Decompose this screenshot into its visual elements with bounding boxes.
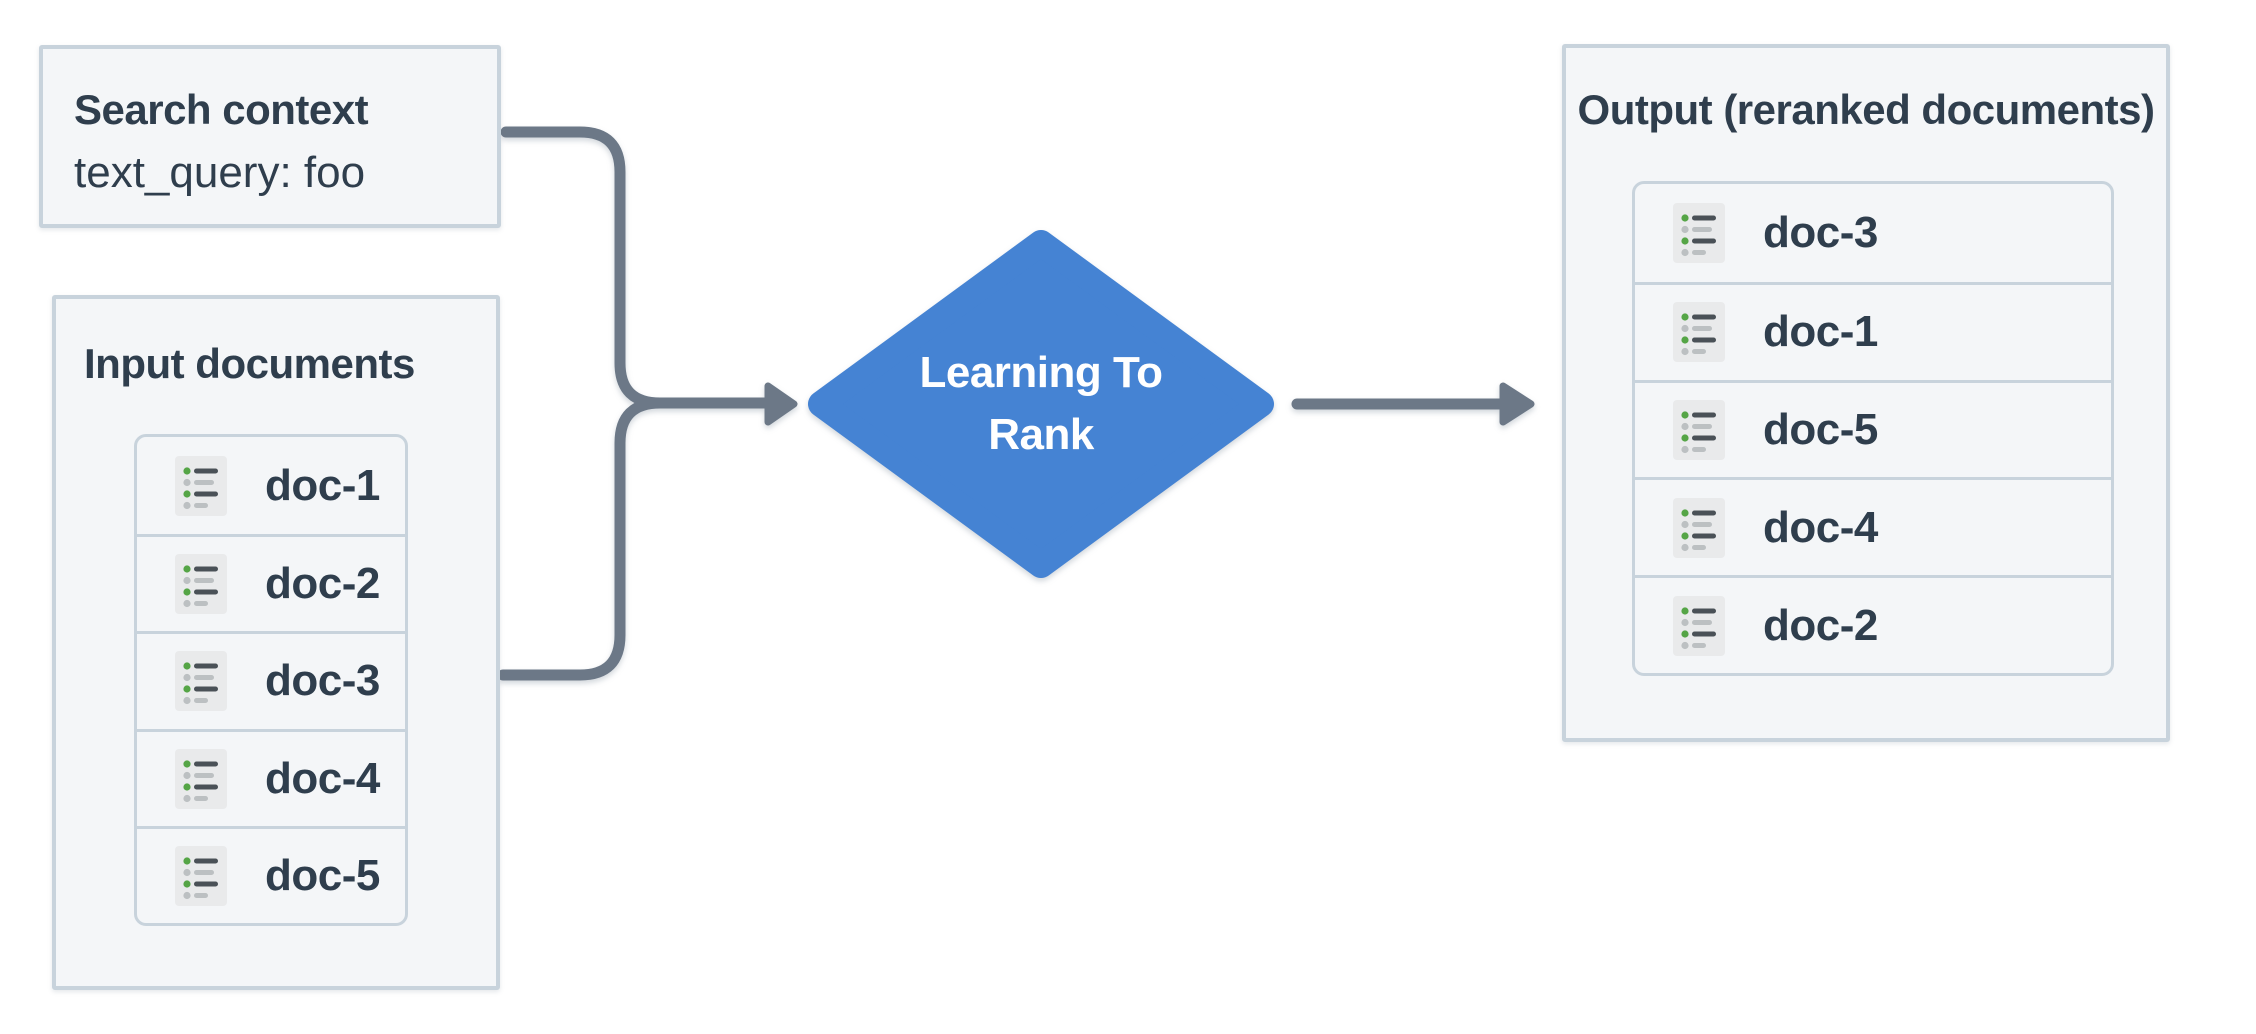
doc-label: doc-5 bbox=[265, 850, 380, 900]
doc-list-icon bbox=[175, 455, 227, 516]
input-documents-box: Input documents doc-1 bbox=[52, 295, 500, 990]
doc-list-icon bbox=[1673, 595, 1725, 656]
doc-list-icon bbox=[175, 651, 227, 712]
doc-list-icon bbox=[1673, 302, 1725, 363]
output-documents-title: Output (reranked documents) bbox=[1577, 86, 2155, 133]
doc-row: doc-3 bbox=[137, 631, 405, 728]
doc-label: doc-5 bbox=[1763, 404, 1878, 454]
search-context-title: Search context bbox=[74, 86, 369, 133]
input-documents-title: Input documents bbox=[84, 340, 415, 387]
doc-list-icon bbox=[1673, 202, 1725, 263]
doc-label: doc-4 bbox=[265, 753, 380, 803]
doc-label: doc-2 bbox=[1763, 600, 1878, 650]
doc-row: doc-5 bbox=[1635, 379, 2111, 478]
output-documents-box: Output (reranked documents) doc-3 bbox=[1562, 44, 2170, 742]
ranker-label-line1: Learning To bbox=[919, 348, 1163, 397]
search-context-query: text_query: foo bbox=[74, 148, 366, 197]
doc-list-icon bbox=[175, 748, 227, 809]
output-arrowhead-icon bbox=[1499, 382, 1535, 426]
doc-row: doc-2 bbox=[137, 534, 405, 631]
learning-to-rank-label: Learning To Rank bbox=[841, 330, 1241, 478]
learning-to-rank-diamond bbox=[808, 230, 1274, 578]
input-doc-list: doc-1 doc-2 bbox=[134, 434, 408, 926]
ranker-label-line2: Rank bbox=[988, 410, 1094, 459]
doc-row: doc-2 bbox=[1635, 575, 2111, 673]
merge-arrowhead-icon bbox=[764, 382, 798, 426]
doc-label: doc-4 bbox=[1763, 502, 1878, 552]
doc-row: doc-5 bbox=[137, 825, 405, 923]
doc-row: doc-1 bbox=[1635, 281, 2111, 380]
doc-row: doc-4 bbox=[137, 728, 405, 826]
output-doc-list: doc-3 doc-1 bbox=[1632, 181, 2114, 676]
doc-list-icon bbox=[1673, 497, 1725, 558]
doc-label: doc-1 bbox=[1763, 307, 1878, 357]
doc-list-icon bbox=[175, 554, 227, 615]
input-documents-connector bbox=[497, 397, 772, 681]
doc-label: doc-1 bbox=[265, 460, 380, 510]
doc-label: doc-2 bbox=[265, 559, 380, 609]
doc-label: doc-3 bbox=[1763, 207, 1878, 257]
doc-row: doc-1 bbox=[137, 437, 405, 534]
doc-list-icon bbox=[1673, 399, 1725, 460]
search-context-connector bbox=[500, 126, 772, 409]
doc-row: doc-4 bbox=[1635, 477, 2111, 575]
search-context-box: Search context text_query: foo bbox=[39, 45, 501, 228]
doc-label: doc-3 bbox=[265, 656, 380, 706]
doc-row: doc-3 bbox=[1635, 184, 2111, 282]
doc-list-icon bbox=[175, 845, 227, 906]
